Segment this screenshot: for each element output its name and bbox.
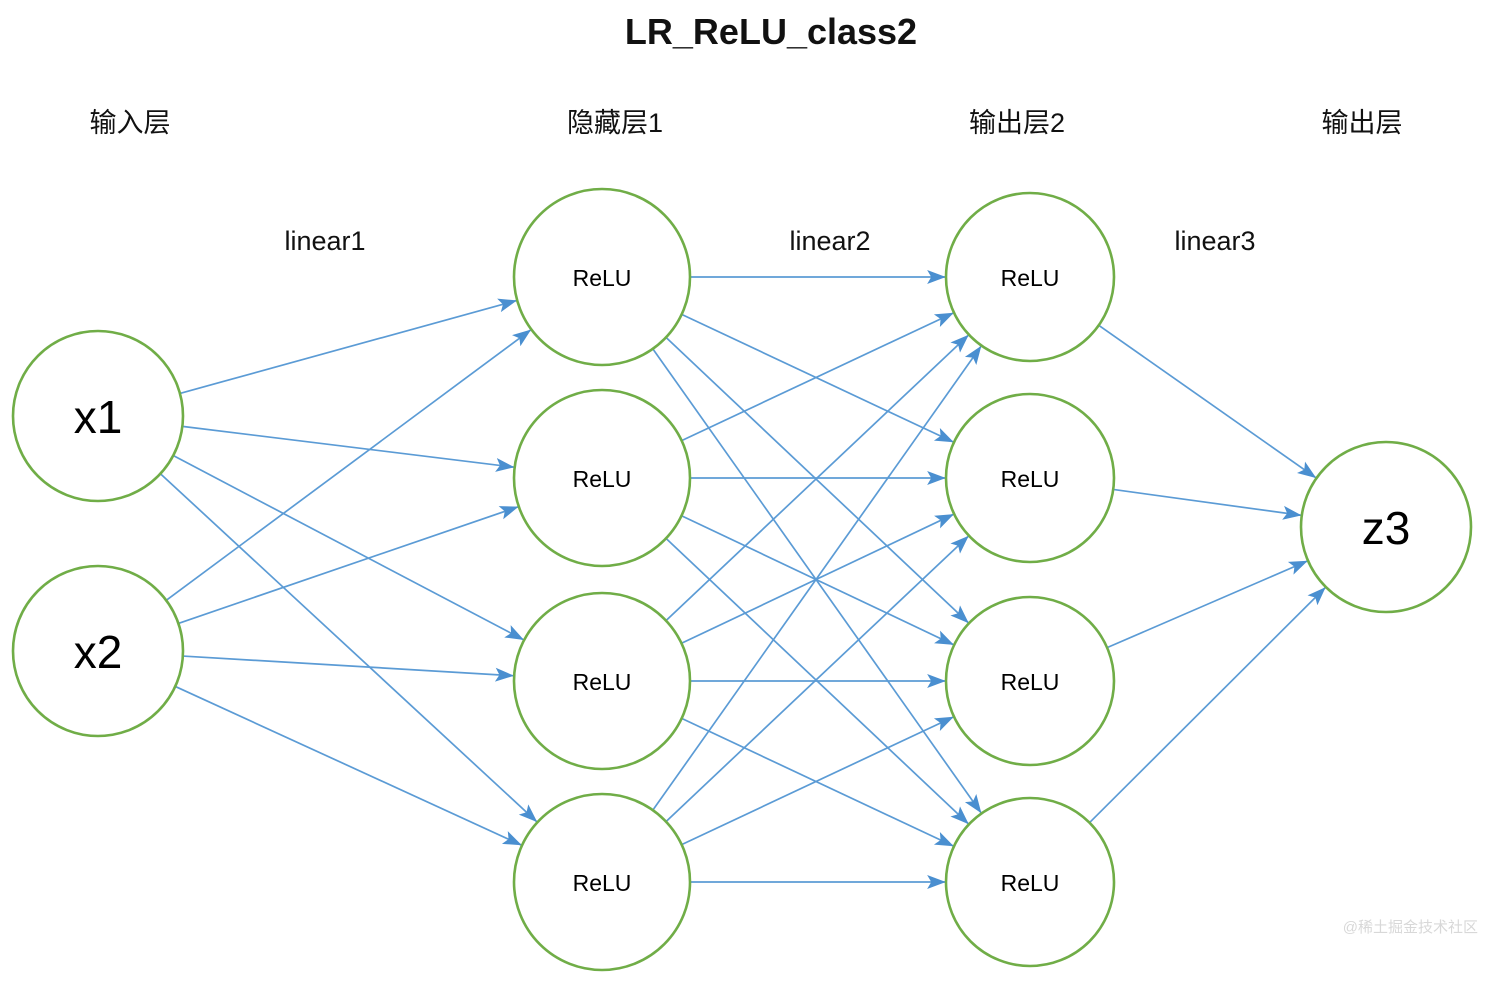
node-label: ReLU: [573, 669, 632, 695]
node-label: ReLU: [573, 265, 632, 291]
connection-arrow: [179, 298, 518, 395]
connection-arrow: [652, 345, 982, 811]
connection-arrow: [182, 655, 515, 682]
connection-arrow: [1098, 324, 1317, 479]
watermark: @稀土掘金技术社区: [1343, 919, 1478, 936]
node-label: ReLU: [1001, 466, 1060, 492]
connection-arrow: [178, 506, 519, 625]
connection-arrow: [681, 313, 954, 443]
transform-labels: linear1 linear2 linear3: [284, 226, 1255, 256]
node-label: x2: [74, 626, 123, 678]
connection-arrow: [165, 329, 532, 602]
node-output-layer-2-3[interactable]: ReLU: [944, 595, 1116, 767]
node-circle: [944, 392, 1116, 564]
node-input-layer-1[interactable]: x1: [11, 329, 185, 503]
node-label: ReLU: [573, 870, 632, 896]
node-circle: [944, 595, 1116, 767]
transform-label-3: linear3: [1174, 226, 1255, 256]
node-circle: [512, 187, 692, 367]
connection-arrow: [172, 454, 524, 641]
connection-arrow: [159, 473, 538, 823]
transform-label-1: linear1: [284, 226, 365, 256]
node-label: ReLU: [1001, 870, 1060, 896]
node-output-layer-1[interactable]: z3: [1299, 440, 1473, 614]
layer-label-1: 输入层: [90, 108, 171, 138]
node-circle: [512, 388, 692, 568]
node-circle: [512, 591, 692, 771]
node-hidden-layer-1-4[interactable]: ReLU: [512, 792, 692, 972]
node-circle: [1299, 440, 1473, 614]
node-label: ReLU: [573, 466, 632, 492]
connection-arrow: [665, 334, 969, 622]
node-hidden-layer-1-1[interactable]: ReLU: [512, 187, 692, 367]
connection-arrow: [681, 716, 954, 846]
connection-arrow: [1106, 560, 1308, 649]
node-output-layer-2-1[interactable]: ReLU: [944, 191, 1116, 363]
node-label: z3: [1362, 502, 1411, 554]
connection-edges: [159, 270, 1326, 889]
node-label: ReLU: [1001, 669, 1060, 695]
layer-label-3: 输出层2: [969, 108, 1065, 138]
layer-labels: 输入层 隐藏层1 输出层2 输出层: [90, 108, 1403, 138]
connection-arrow: [182, 425, 515, 472]
node-circle: [944, 191, 1116, 363]
node-output-layer-2-2[interactable]: ReLU: [944, 392, 1116, 564]
connection-arrow: [1088, 587, 1326, 824]
connection-arrow: [665, 535, 969, 823]
connection-arrow: [681, 514, 954, 646]
connection-arrow: [681, 312, 954, 442]
layer-label-4: 输出层: [1322, 108, 1403, 138]
connection-arrow: [1113, 488, 1302, 520]
node-hidden-layer-1-3[interactable]: ReLU: [512, 591, 692, 771]
node-circle: [512, 792, 692, 972]
node-circle: [11, 564, 185, 738]
node-hidden-layer-1-2[interactable]: ReLU: [512, 388, 692, 568]
connection-arrow: [174, 685, 522, 846]
node-circle: [944, 796, 1116, 968]
node-label: x1: [74, 391, 123, 443]
node-input-layer-2[interactable]: x2: [11, 564, 185, 738]
transform-label-2: linear2: [789, 226, 870, 256]
node-circle: [11, 329, 185, 503]
layer-label-2: 隐藏层1: [567, 108, 663, 138]
node-output-layer-2-4[interactable]: ReLU: [944, 796, 1116, 968]
page-title: LR_ReLU_class2: [625, 11, 917, 52]
connection-arrow: [665, 336, 969, 624]
node-label: ReLU: [1001, 265, 1060, 291]
connection-arrow: [681, 717, 954, 847]
